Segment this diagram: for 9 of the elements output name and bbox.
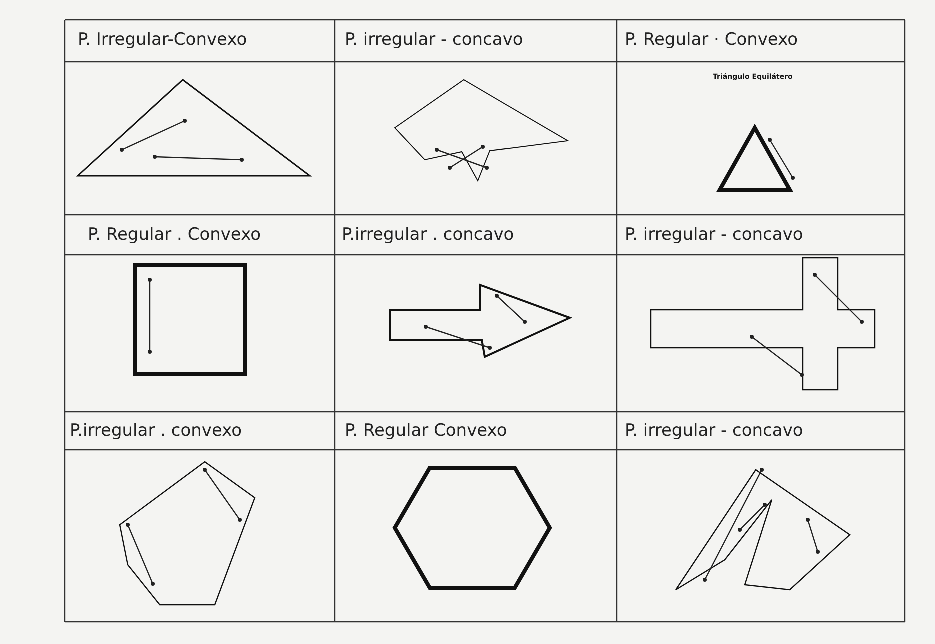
- cell-heading: P. irregular - concavo: [625, 225, 804, 245]
- cell-heading: P. irregular - concavo: [625, 421, 804, 441]
- cell-heading: P. irregular - concavo: [345, 30, 524, 50]
- cell-heading: P. Regular Convexo: [345, 421, 508, 441]
- cell-heading: P. Regular . Convexo: [88, 225, 262, 245]
- cell-heading: P.irregular . convexo: [70, 421, 242, 441]
- cell-heading: P.irregular . concavo: [342, 225, 514, 245]
- cell-heading: P. Regular · Convexo: [625, 30, 798, 50]
- cell-heading: P. Irregular-Convexo: [78, 30, 248, 50]
